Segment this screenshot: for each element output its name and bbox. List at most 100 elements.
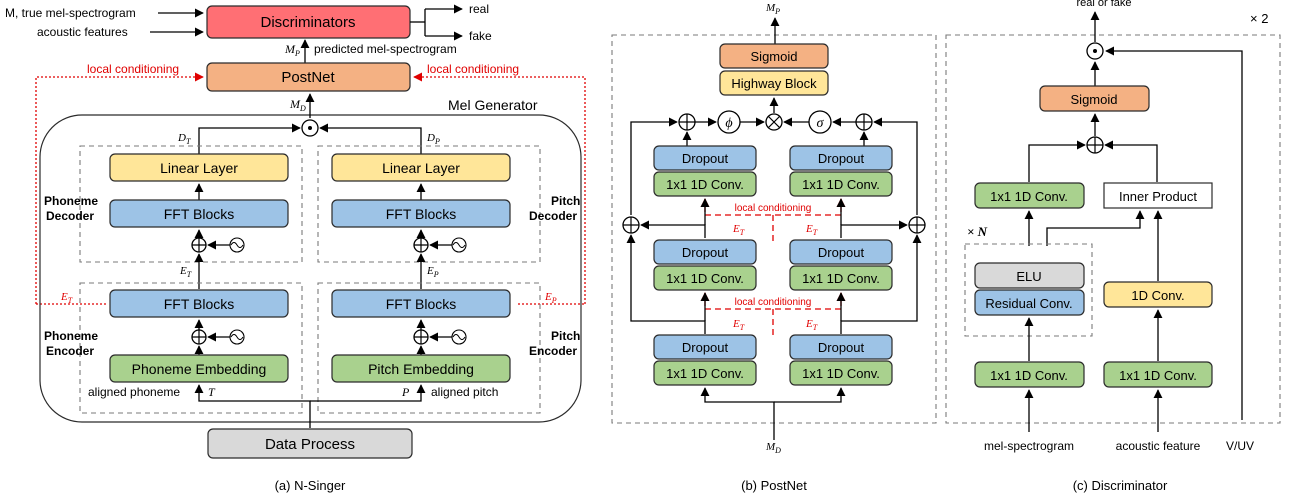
phoneme-encoder-label-2: Encoder [46, 344, 94, 358]
fft-blocks-decoder-right [331, 199, 511, 228]
ep-symbol: EP [426, 265, 439, 279]
dropout-block [653, 145, 757, 171]
phoneme-encoder-group [79, 282, 303, 414]
residual-conv-label: Residual Conv. [985, 296, 1072, 311]
pitch-decoder-label-1: Pitch [551, 194, 580, 208]
disc-1d-conv-label: 1D Conv. [1131, 288, 1184, 303]
disc-conv-b [974, 361, 1085, 388]
sigma-symbol: σ [817, 116, 825, 131]
inner-product-block [1103, 182, 1213, 209]
repeat-n-label: × N [967, 224, 988, 239]
postnet-label: PostNet [281, 69, 335, 86]
output-fake-label: fake [469, 29, 492, 43]
conv-label: 1x1 1D Conv. [666, 177, 744, 192]
postnet-block [206, 62, 411, 92]
et-red-label: ET [805, 223, 818, 237]
elu-block [974, 262, 1085, 289]
input-acoustic-feature-label: acoustic feature [1116, 439, 1201, 453]
et-red-label: ET [805, 318, 818, 332]
md-symbol: MD [289, 97, 306, 113]
dropout-block [789, 334, 893, 360]
highway-label: Highway Block [731, 76, 817, 91]
conv-block [653, 265, 757, 291]
local-conditioning-left-label: local conditioning [87, 62, 179, 76]
dropout-label: Dropout [818, 245, 865, 260]
pitch-decoder-group [317, 145, 541, 263]
disc-conv-a [974, 182, 1085, 209]
t-symbol: T [208, 385, 216, 399]
pitch-encoder-group [317, 282, 541, 414]
aligned-pitch-label: aligned pitch [431, 385, 498, 399]
dropout-block [789, 239, 893, 265]
phoneme-decoder-label-2: Decoder [46, 209, 94, 223]
postnet-mp-symbol: MP [765, 2, 780, 16]
mel-generator-label: Mel Generator [448, 97, 538, 113]
dropout-label: Dropout [818, 151, 865, 166]
predicted-mel-label: predicted mel-spectrogram [314, 42, 457, 56]
phoneme-embedding-label: Phoneme Embedding [132, 361, 267, 377]
dropout-block [789, 145, 893, 171]
mp-symbol: MP [284, 42, 300, 58]
panel-a-n-singer: M, true mel-spectrogram acoustic feature… [5, 2, 586, 493]
conv-label: 1x1 1D Conv. [666, 366, 744, 381]
postnet-sigmoid-block [719, 43, 829, 69]
fft-blocks-decoder-right-label: FFT Blocks [386, 206, 457, 222]
phoneme-decoder-group [79, 145, 303, 263]
input-vuv-label: V/UV [1226, 439, 1254, 453]
fft-blocks-decoder-left [109, 199, 289, 228]
fft-blocks-encoder-right-label: FFT Blocks [386, 296, 457, 312]
conv-block [653, 171, 757, 197]
disc-sigmoid-block [1039, 85, 1150, 112]
caption-discriminator: (c) Discriminator [1073, 478, 1168, 493]
phoneme-decoder-label-1: Phoneme [44, 194, 98, 208]
fft-blocks-decoder-left-label: FFT Blocks [164, 206, 235, 222]
postnet-md-symbol: MD [765, 441, 781, 455]
linear-layer-left-label: Linear Layer [160, 160, 238, 176]
disc-conv-a-label: 1x1 1D Conv. [990, 189, 1068, 204]
local-conditioning-label: local conditioning [735, 203, 812, 214]
p-symbol: P [401, 385, 410, 399]
input-mel-label: mel-spectrogram [984, 439, 1074, 453]
disc-1d-conv-block [1103, 281, 1213, 308]
conv-label: 1x1 1D Conv. [666, 271, 744, 286]
phoneme-encoder-label-1: Phoneme [44, 329, 98, 343]
phi-symbol: ϕ [725, 116, 732, 131]
panel-c-discriminator: real or fake × 2 Sigmoid 1x1 1D Conv. In… [945, 0, 1281, 493]
conv-block [789, 265, 893, 291]
data-process-label: Data Process [265, 436, 355, 453]
input-acoustic-label: acoustic features [37, 25, 128, 39]
caption-n-singer: (a) N-Singer [275, 478, 346, 493]
dropout-block [653, 239, 757, 265]
inner-product-label: Inner Product [1119, 189, 1197, 204]
pitch-embedding-label: Pitch Embedding [368, 361, 474, 377]
dt-symbol: DT [177, 132, 191, 146]
local-conditioning-right-label: local conditioning [427, 62, 519, 76]
disc-conv-b-label: 1x1 1D Conv. [990, 368, 1068, 383]
conv-label: 1x1 1D Conv. [802, 271, 880, 286]
fft-blocks-encoder-left [109, 289, 289, 318]
conv-label: 1x1 1D Conv. [802, 177, 880, 192]
dropout-block [653, 334, 757, 360]
discriminator-frame [945, 34, 1281, 424]
aligned-phoneme-label: aligned phoneme [88, 385, 180, 399]
highway-block [719, 70, 829, 96]
pitch-encoder-label-1: Pitch [551, 329, 580, 343]
discriminators-label: Discriminators [260, 14, 355, 31]
local-conditioning-label: local conditioning [735, 297, 812, 308]
pitch-encoder-label-2: Encoder [529, 344, 577, 358]
conv-block [789, 360, 893, 386]
input-true-mel-label: M, true mel-spectrogram [5, 6, 136, 20]
conv-label: 1x1 1D Conv. [802, 366, 880, 381]
fft-blocks-encoder-right [331, 289, 511, 318]
dp-symbol: DP [426, 132, 440, 146]
postnet-sigmoid-label: Sigmoid [751, 49, 798, 64]
linear-layer-left [109, 153, 289, 182]
et-red-label: ET [732, 318, 745, 332]
caption-postnet: (b) PostNet [741, 478, 807, 493]
output-real-label: real [469, 2, 489, 16]
disc-conv-c [1103, 361, 1213, 388]
phoneme-embedding-block [109, 354, 289, 383]
fft-blocks-encoder-left-label: FFT Blocks [164, 296, 235, 312]
disc-conv-c-label: 1x1 1D Conv. [1119, 368, 1197, 383]
